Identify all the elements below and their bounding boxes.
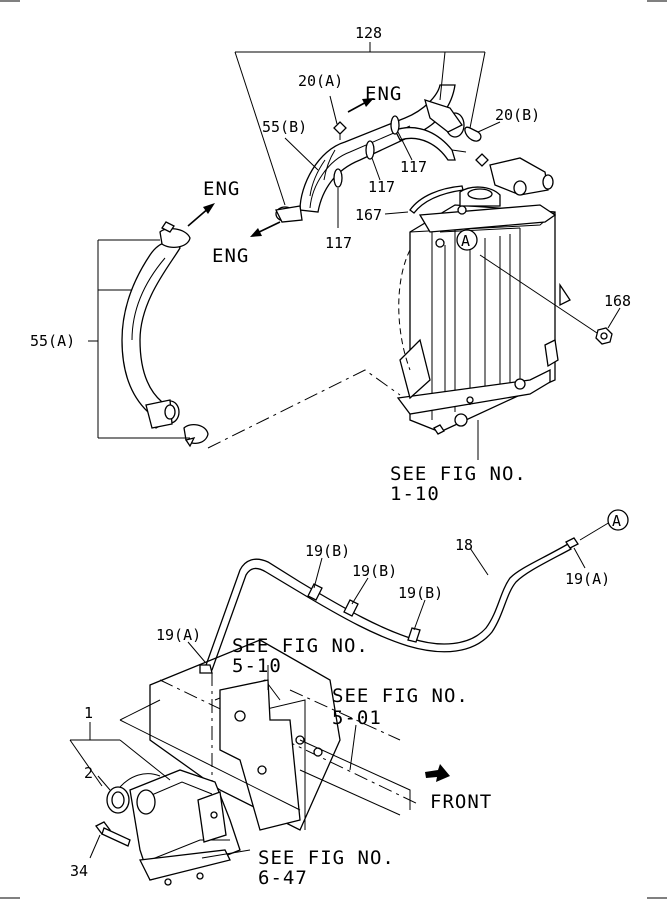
label-2: 2 — [84, 764, 93, 782]
front-arrow — [425, 764, 450, 782]
label-see-fig-5-10-line2: 5-10 — [232, 655, 282, 677]
label-see-fig-1-10-line2: 1-10 — [390, 483, 440, 505]
clamp-20b — [464, 126, 489, 167]
label-19b-1: 19(B) — [305, 542, 350, 560]
bolt-34 — [95, 821, 131, 847]
radiator — [396, 157, 571, 435]
marker-a-label: A — [461, 232, 470, 250]
label-167: 167 — [355, 206, 382, 224]
nut-168 — [595, 327, 613, 345]
eng-arrow-1 — [347, 98, 374, 113]
label-19a-left: 19(A) — [156, 626, 201, 644]
label-19a-right: 19(A) — [565, 570, 610, 588]
label-see-fig-5-01-line1: SEE FIG NO. — [332, 685, 469, 707]
label-117b: 117 — [368, 178, 395, 196]
marker-a-label-2: A — [612, 512, 621, 530]
clamp-20a — [333, 121, 347, 140]
label-55a: 55(A) — [30, 332, 75, 350]
clamp-lower-bottom — [183, 423, 209, 448]
cap-2 — [106, 773, 161, 815]
label-see-fig-6-47-line2: 6-47 — [258, 867, 308, 889]
label-front: FRONT — [430, 791, 492, 813]
label-eng-1: ENG — [365, 83, 402, 105]
label-eng-2: ENG — [203, 178, 240, 200]
leader-128 — [234, 42, 486, 206]
label-19b-3: 19(B) — [398, 584, 443, 602]
leader-55a — [88, 239, 190, 439]
label-55b: 55(B) — [262, 118, 307, 136]
label-see-fig-6-47-line1: SEE FIG NO. — [258, 847, 395, 869]
label-20b: 20(B) — [495, 106, 540, 124]
label-117c: 117 — [325, 234, 352, 252]
leaders-bottom — [187, 521, 611, 663]
label-20a: 20(A) — [298, 72, 343, 90]
label-168: 168 — [604, 292, 631, 310]
eng-arrow-2 — [187, 203, 215, 227]
frame-member — [119, 639, 411, 831]
label-see-fig-5-10-line1: SEE FIG NO. — [232, 635, 369, 657]
overflow-pipe-18 — [199, 537, 579, 674]
leaders-top — [284, 95, 501, 228]
label-1: 1 — [84, 704, 93, 722]
label-see-fig-5-01-line2: 5-01 — [332, 707, 382, 729]
label-eng-3: ENG — [212, 245, 249, 267]
clamps-117 — [333, 115, 400, 188]
marker-a-bottom: A — [607, 509, 629, 531]
lower-hose-55a — [121, 241, 181, 429]
leader-a-168 — [479, 254, 601, 336]
leader-168 — [607, 307, 621, 329]
label-117a: 117 — [400, 158, 427, 176]
clamp-lower-top — [159, 221, 191, 249]
label-see-fig-1-10-line1: SEE FIG NO. — [390, 463, 527, 485]
leaders-tank — [69, 722, 251, 859]
label-19b-2: 19(B) — [352, 562, 397, 580]
eng-arrow-3 — [250, 221, 281, 237]
label-18: 18 — [455, 536, 473, 554]
clips-19b — [307, 583, 421, 643]
label-128: 128 — [355, 24, 382, 42]
label-34: 34 — [70, 862, 88, 880]
reserve-tank — [129, 769, 241, 886]
radiator-hidden-edge — [398, 249, 411, 371]
labels: 128 20(A) 20(B) 55(B) 117 117 117 167 16… — [30, 24, 631, 889]
leader-1-10 — [207, 369, 479, 460]
marker-a-top: A — [456, 229, 478, 251]
